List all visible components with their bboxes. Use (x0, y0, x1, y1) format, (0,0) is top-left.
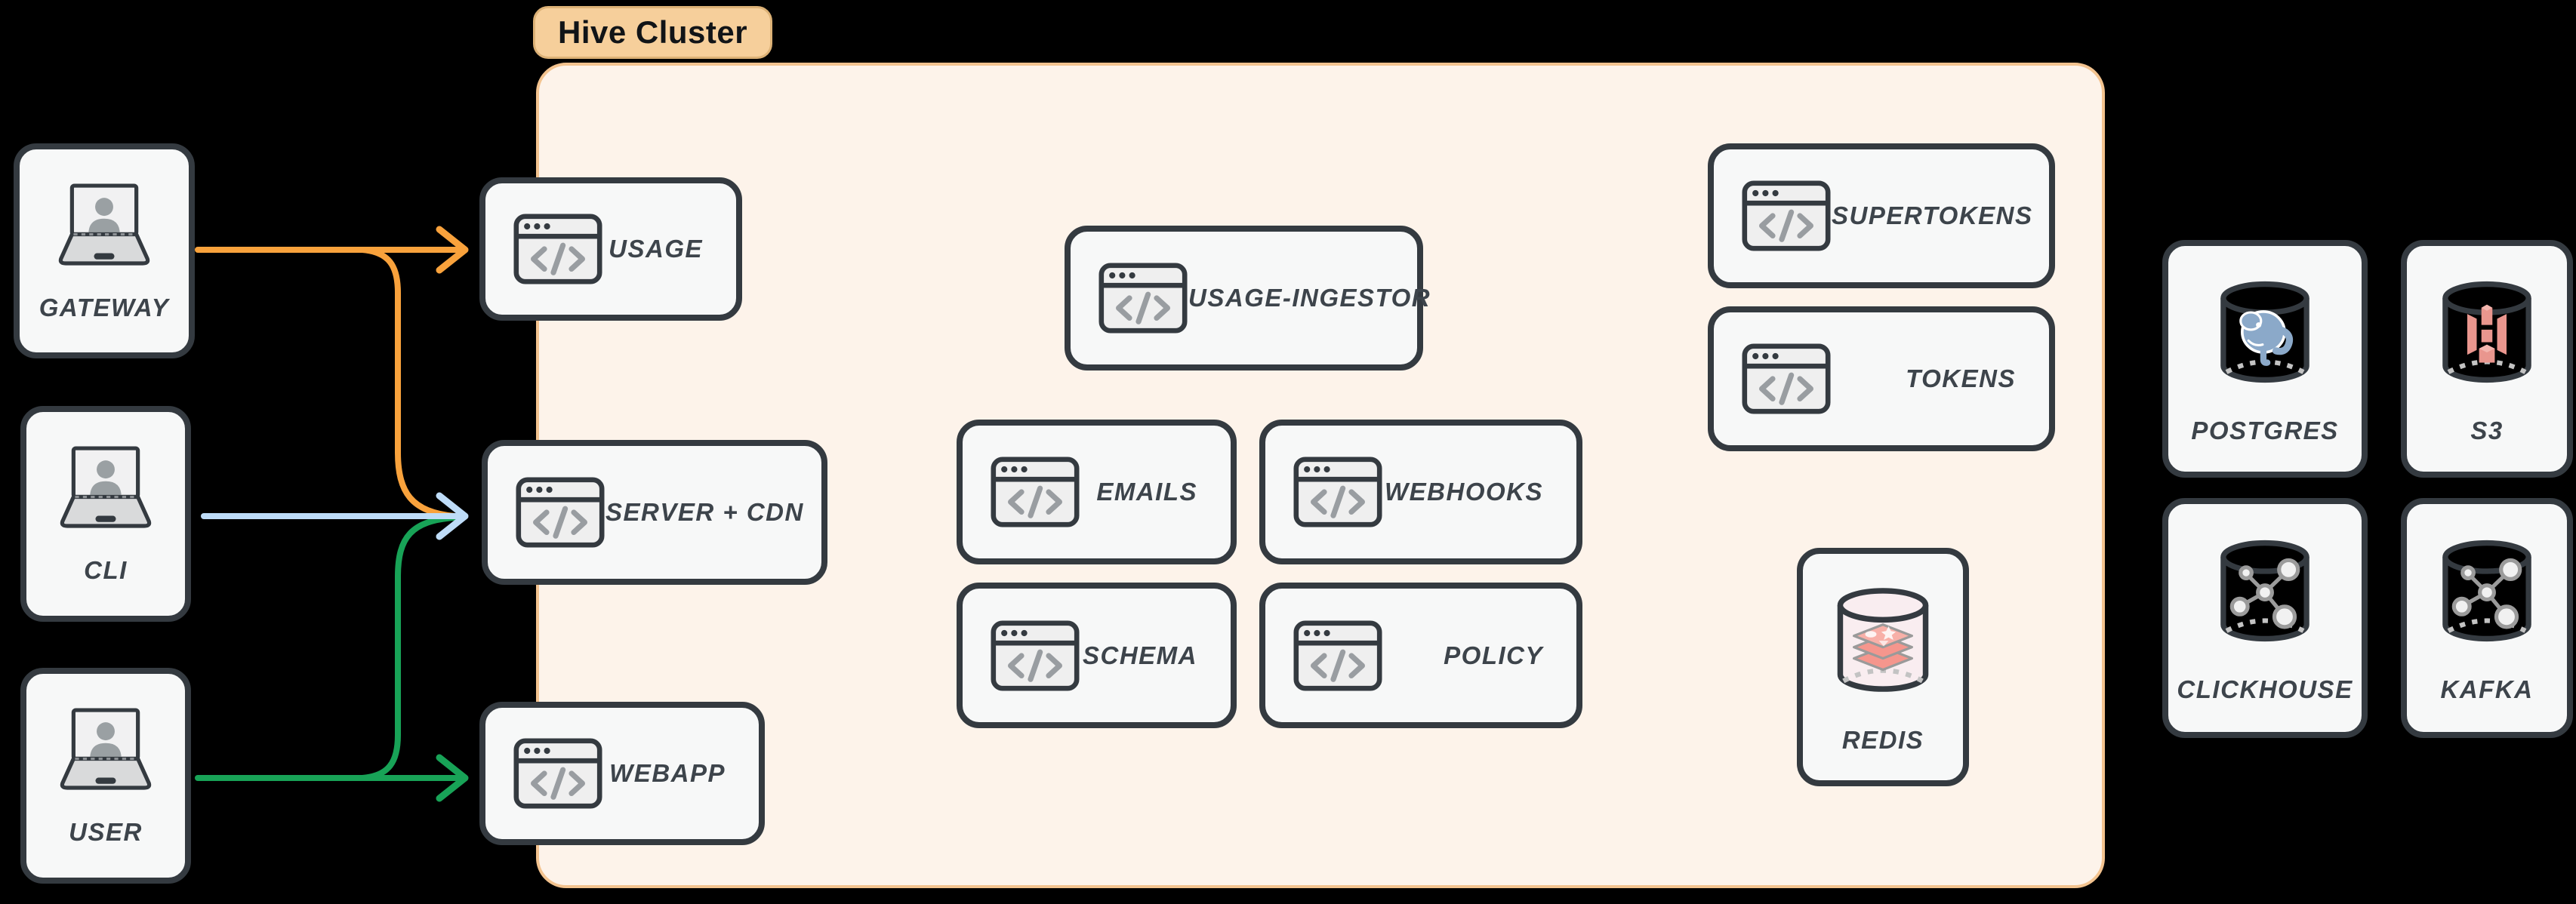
service-label: EMAILS (1096, 478, 1197, 506)
service-card-webhooks[interactable]: WEBHOOKS (1259, 420, 1582, 564)
actor-card-user[interactable]: USER (20, 668, 191, 884)
service-card-supertokens[interactable]: SUPERTOKENS (1708, 143, 2055, 288)
datastore-card-s3[interactable]: S3 (2401, 240, 2573, 478)
code-window-icon (990, 620, 1080, 692)
clickhouse-database-icon (2214, 532, 2316, 650)
datastore-card-postgres[interactable]: POSTGRES (2162, 240, 2368, 478)
actor-label: USER (69, 818, 143, 846)
edge-user-servercdn (359, 515, 458, 781)
service-label: WEBHOOKS (1385, 478, 1543, 506)
datastore-card-redis[interactable]: REDIS (1797, 548, 1969, 786)
postgres-database-icon (2214, 273, 2316, 391)
service-label: SUPERTOKENS (1832, 201, 2033, 229)
service-card-usage-ingestor[interactable]: USAGE-INGESTOR (1065, 226, 1430, 371)
datastore-label: REDIS (1841, 726, 1924, 754)
datastore-label: CLICKHOUSE (2177, 675, 2353, 703)
service-label: WEBAPP (609, 759, 726, 787)
edge-gateway-servercdn (359, 247, 458, 519)
s3-storage-icon (2436, 273, 2538, 391)
service-card-webapp[interactable]: WEBAPP (479, 702, 765, 845)
actor-card-cli[interactable]: CLI (20, 406, 191, 622)
service-label: POLICY (1444, 641, 1543, 669)
service-label: USAGE (609, 235, 703, 263)
service-label: USAGE-INGESTOR (1188, 284, 1431, 312)
redis-database-icon (1830, 580, 1936, 700)
service-label: TOKENS (1906, 364, 2016, 392)
datastore-label: KAFKA (2440, 675, 2534, 703)
service-label: SCHEMA (1082, 641, 1197, 669)
edge-cli-servercdn-arrowhead (436, 492, 469, 540)
edge-user-webapp-arrowhead (436, 754, 469, 802)
code-window-icon (990, 456, 1080, 528)
code-window-icon (1293, 456, 1383, 528)
datastore-card-clickhouse[interactable]: CLICKHOUSE (2162, 498, 2368, 738)
code-window-icon (513, 737, 603, 810)
laptop-user-icon (47, 443, 165, 530)
service-card-emails[interactable]: EMAILS (957, 420, 1237, 564)
service-card-server-cdn[interactable]: SERVER + CDN (482, 440, 827, 585)
cluster-label: Hive Cluster (533, 6, 773, 59)
code-window-icon (515, 476, 605, 549)
code-window-icon (1098, 262, 1188, 334)
datastore-card-kafka[interactable]: KAFKA (2401, 498, 2573, 738)
actor-label: CLI (84, 556, 128, 584)
code-window-icon (1741, 343, 1832, 415)
service-label: SERVER + CDN (605, 498, 804, 526)
actor-card-gateway[interactable]: GATEWAY (14, 143, 195, 358)
code-window-icon (513, 213, 603, 285)
actor-label: GATEWAY (39, 293, 170, 321)
edge-gateway-usage-arrowhead (436, 226, 469, 274)
laptop-user-icon (45, 180, 163, 268)
laptop-user-icon (47, 705, 165, 792)
kafka-broker-icon (2436, 532, 2538, 650)
code-window-icon (1741, 180, 1832, 252)
service-card-schema[interactable]: SCHEMA (957, 583, 1237, 728)
datastore-label: S3 (2470, 416, 2504, 444)
code-window-icon (1293, 620, 1383, 692)
datastore-label: POSTGRES (2191, 416, 2339, 444)
service-card-tokens[interactable]: TOKENS (1708, 306, 2055, 451)
service-card-policy[interactable]: POLICY (1259, 583, 1582, 728)
service-card-usage[interactable]: USAGE (479, 177, 742, 321)
